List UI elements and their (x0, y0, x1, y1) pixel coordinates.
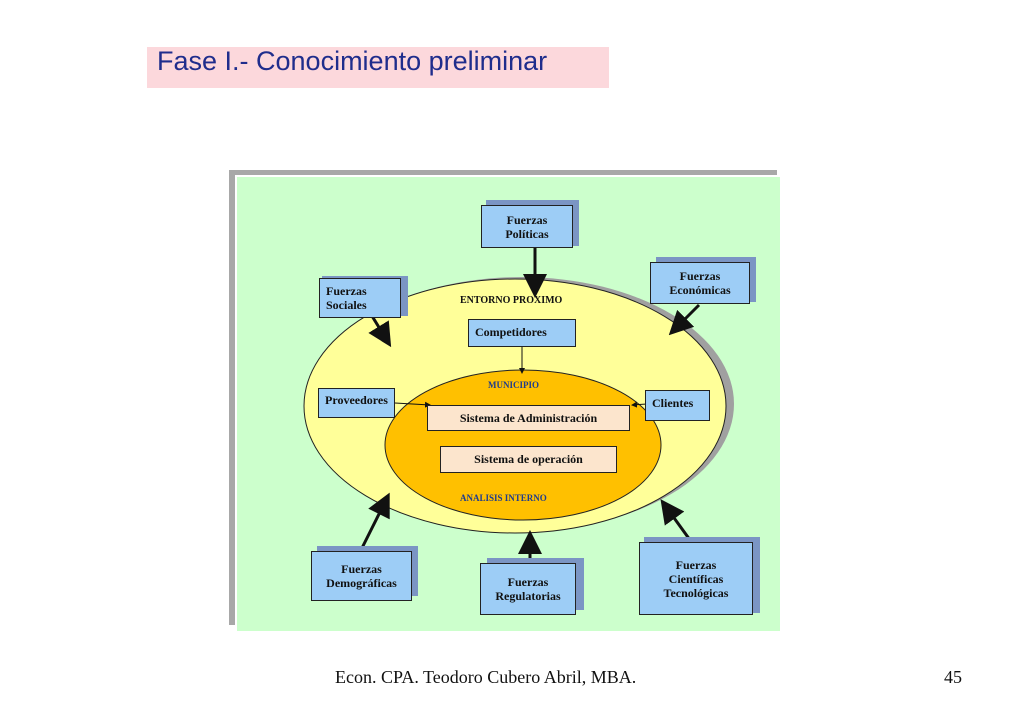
arrow-economicas (668, 303, 701, 336)
arrow-proveedores (394, 401, 431, 408)
slide-title: Fase I.- Conocimiento preliminar (157, 46, 548, 76)
analisis-interno-label: ANALISIS INTERNO (460, 493, 547, 503)
sistema-operacion-label: Sistema de operación (474, 452, 583, 466)
entorno-proximo-label: ENTORNO PROXIMO (460, 295, 563, 306)
fuerzas-politicas-box: Fuerzas Políticas (481, 205, 573, 248)
sistema-administracion-box: Sistema de Administración (427, 405, 630, 431)
arrow-sociales (368, 315, 392, 348)
fuerzas-demograficas-line2: Demográficas (326, 576, 397, 590)
clientes-label: Clientes (652, 396, 694, 410)
fuerzas-economicas-line1: Fuerzas (679, 269, 721, 283)
fuerzas-cientificas-line3: Tecnológicas (663, 585, 729, 600)
title-background (147, 47, 609, 88)
fuerzas-economicas-box: Fuerzas Económicas (650, 262, 750, 304)
fuerzas-cientificas-line1: Fuerzas (675, 557, 717, 572)
sistema-administracion-label: Sistema de Administración (459, 411, 598, 425)
arrow-clientes (631, 401, 648, 408)
municipio-label: MUNICIPIO (488, 380, 539, 390)
clientes-box: Clientes (645, 390, 710, 421)
fuerzas-demograficas-box: Fuerzas Demográficas (311, 551, 412, 601)
fuerzas-sociales-line2: Sociales (326, 298, 367, 312)
proveedores-label: Proveedores (325, 393, 388, 407)
arrow-cientificas (660, 499, 692, 541)
page-number: 45 (944, 667, 962, 687)
fuerzas-regulatorias-line2: Regulatorias (495, 589, 561, 603)
fuerzas-sociales-box: Fuerzas Sociales (319, 278, 401, 318)
sistema-operacion-box: Sistema de operación (440, 446, 617, 473)
fuerzas-politicas-line2: Políticas (505, 226, 549, 241)
fuerzas-demograficas-line1: Fuerzas (341, 562, 382, 576)
fuerzas-regulatorias-box: Fuerzas Regulatorias (480, 563, 576, 615)
fuerzas-politicas-line1: Fuerzas (506, 212, 548, 227)
fuerzas-cientificas-line2: Científicas (668, 571, 724, 586)
fuerzas-regulatorias-line1: Fuerzas (507, 575, 549, 589)
competidores-box: Competidores (468, 319, 576, 347)
competidores-label: Competidores (475, 325, 547, 339)
fuerzas-economicas-line2: Económicas (669, 283, 731, 297)
fuerzas-cientificas-box: Fuerzas Científicas Tecnológicas (639, 542, 753, 615)
arrow-demograficas (360, 492, 390, 549)
footer-author: Econ. CPA. Teodoro Cubero Abril, MBA. (335, 667, 637, 687)
fuerzas-sociales-line1: Fuerzas (326, 284, 367, 298)
proveedores-box: Proveedores (318, 388, 395, 418)
